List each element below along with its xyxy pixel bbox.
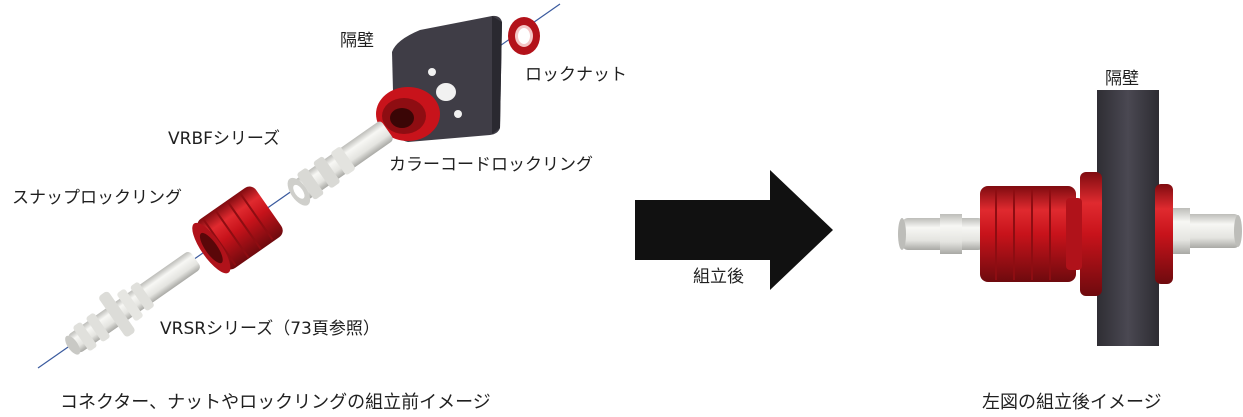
assembled-color-ring: [1080, 172, 1102, 296]
label-lock-nut: ロックナット: [525, 65, 627, 85]
vrbf-connector: [287, 121, 393, 206]
label-vrbf-series: VRBFシリーズ: [168, 129, 281, 149]
arrow-label: 組立後: [693, 267, 744, 287]
assembly-arrow: [635, 170, 833, 290]
color-code-lock-ring: [376, 87, 440, 141]
vrsr-connector: [65, 252, 200, 355]
label-snap-lock-ring: スナップロックリング: [12, 188, 182, 208]
snap-lock-ring: [192, 186, 283, 274]
exploded-view: [37, 3, 561, 369]
assembled-lock-nut: [1155, 184, 1173, 284]
label-bulkhead-right: 隔壁: [1105, 69, 1139, 89]
label-bulkhead-left: 隔壁: [340, 31, 374, 51]
assembled-view: [898, 90, 1242, 346]
lock-nut: [508, 17, 540, 55]
assembled-left-barb: [898, 214, 984, 254]
label-vrsr-series: VRSRシリーズ（73頁参照）: [160, 319, 380, 339]
caption-before-assembly: コネクター、ナットやロックリングの組立前イメージ: [60, 392, 491, 413]
caption-after-assembly: 左図の組立後イメージ: [982, 392, 1162, 413]
assembled-snap-lock-ring: [980, 186, 1082, 282]
label-color-code-lock-ring: カラーコードロックリング: [389, 155, 593, 175]
assembled-bulkhead-wall: [1097, 90, 1159, 346]
